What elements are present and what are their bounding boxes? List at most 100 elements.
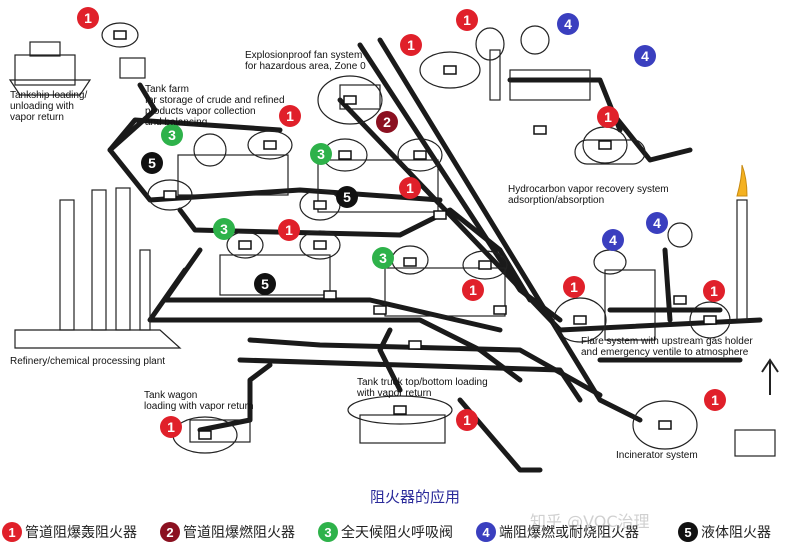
flame-arrester-symbol — [198, 430, 212, 440]
flame-arrester-symbol — [493, 305, 507, 315]
flame-arrester-symbol — [338, 150, 352, 160]
vapor-recovery-units — [509, 69, 591, 101]
arrester-badge-type-1 — [456, 409, 478, 431]
arrester-badge-type-1 — [278, 219, 300, 241]
tank-farm-tank-1 — [177, 154, 289, 196]
arrester-badge-number: 1 — [406, 180, 414, 196]
arrester-badge-number: 1 — [463, 12, 471, 28]
flame-arrester-symbol — [673, 295, 687, 305]
gas-holder — [604, 269, 656, 341]
vapor-recovery-tank — [574, 139, 646, 165]
flame-arrester-symbol — [533, 125, 547, 135]
arrester-badge-type-1 — [279, 105, 301, 127]
legend-badge-5: 5 — [678, 522, 698, 542]
legend-badge-2: 2 — [160, 522, 180, 542]
arrester-badge-type-1 — [399, 177, 421, 199]
arrester-badge-number: 1 — [463, 412, 471, 428]
vapor-recovery-tower — [489, 49, 501, 101]
legend-text-5: 液体阻火器 — [701, 525, 771, 541]
flare-flame-icon — [736, 164, 748, 197]
tank-truck — [359, 414, 446, 444]
arrester-badge-number: 1 — [167, 419, 175, 435]
arrester-badge-number: 1 — [407, 37, 415, 53]
arrester-badge-type-1 — [597, 106, 619, 128]
tank-farm-tank-2 — [317, 159, 439, 213]
flame-arrester-symbol — [703, 315, 717, 325]
flame-arrester-symbol — [443, 65, 457, 75]
arrester-badge-number: 4 — [653, 215, 661, 231]
label-tankship: Tankship loading/ unloading with vapor r… — [10, 90, 88, 123]
tankship-hull — [8, 79, 92, 96]
legend-text-1: 管道阻爆轰阻火器 — [25, 525, 137, 541]
arrester-badge-type-1 — [703, 280, 725, 302]
legend: 1 管道阻爆轰阻火器 2 管道阻爆燃阻火器 3 全天候阻火呼吸阀 4 端阻爆燃或… — [0, 516, 793, 546]
arrester-badge-number: 1 — [604, 109, 612, 125]
arrester-badge-number: 3 — [317, 146, 325, 162]
flame-arrester-symbol — [393, 405, 407, 415]
flame-arrester-symbol — [163, 190, 177, 200]
legend-item-3: 3 全天候阻火呼吸阀 — [318, 520, 453, 544]
refinery-tank-1 — [219, 254, 331, 296]
flame-arrester-symbol — [573, 315, 587, 325]
refinery-column-2 — [91, 189, 107, 331]
arrester-badge-number: 3 — [379, 250, 387, 266]
arrester-badge-type-5 — [141, 152, 163, 174]
refinery-column-3 — [115, 187, 131, 331]
arrester-badge-type-3 — [310, 143, 332, 165]
flare-stack — [736, 199, 748, 321]
legend-badge-4: 4 — [476, 522, 496, 542]
arrester-badge-number: 1 — [285, 222, 293, 238]
tank-wagon — [189, 419, 251, 443]
arrester-badge-number: 1 — [570, 279, 578, 295]
refinery-base — [14, 329, 182, 349]
legend-badge-3: 3 — [318, 522, 338, 542]
explosion-fan — [339, 84, 381, 110]
tankship-deck — [29, 41, 61, 57]
label-refinery: Refinery/chemical processing plant — [10, 356, 166, 367]
arrester-badge-number: 5 — [261, 276, 269, 292]
arrester-badge-number: 3 — [220, 221, 228, 237]
legend-item-5: 5 液体阻火器 — [678, 520, 771, 544]
arrester-badge-type-4 — [602, 229, 624, 251]
legend-item-2: 2 管道阻爆燃阻火器 — [160, 520, 295, 544]
arrester-badge-type-1 — [400, 34, 422, 56]
arrester-badge-type-5 — [336, 186, 358, 208]
flame-arrester-symbol — [433, 210, 447, 220]
arrester-badge-number: 4 — [564, 16, 572, 32]
label-tank-farm: Tank farm for storage of crude and refin… — [145, 84, 285, 128]
flame-arrester-symbol — [403, 257, 417, 267]
refinery-tank-2 — [384, 267, 506, 317]
arrester-badge-number: 4 — [609, 232, 617, 248]
legend-item-1: 1 管道阻爆轰阻火器 — [2, 520, 137, 544]
arrester-badge-type-4 — [634, 45, 656, 67]
incinerator — [734, 429, 776, 457]
arrester-badge-type-3 — [372, 247, 394, 269]
refinery-column-1 — [59, 199, 75, 331]
flame-arrester-symbol — [313, 200, 327, 210]
arrester-badge-type-1 — [77, 7, 99, 29]
flame-arrester-symbol — [478, 260, 492, 270]
arrester-badge-type-4 — [557, 13, 579, 35]
arrester-badge-type-1 — [160, 416, 182, 438]
flame-arrester-symbol — [113, 30, 127, 40]
arrester-badge-number: 4 — [641, 48, 649, 64]
flame-arrester-symbol — [313, 240, 327, 250]
atmosphere-vent-arrow-icon — [761, 358, 779, 395]
arrester-badge-type-5 — [254, 273, 276, 295]
legend-text-3: 全天候阻火呼吸阀 — [341, 525, 453, 541]
arrester-badge-type-4 — [646, 212, 668, 234]
arrester-badge-number: 1 — [286, 108, 294, 124]
flame-arrester-symbol — [373, 305, 387, 315]
arrester-badge-number: 2 — [383, 114, 391, 130]
legend-badge-1: 1 — [2, 522, 22, 542]
arrester-badge-type-1 — [462, 279, 484, 301]
arrester-badge-type-2 — [376, 111, 398, 133]
pipe-network — [107, 37, 763, 473]
tankship — [14, 54, 76, 86]
flame-arrester-symbol — [408, 340, 422, 350]
diagram-title: 阻火器的应用 — [370, 488, 461, 506]
arrester-badge-type-1 — [704, 389, 726, 411]
